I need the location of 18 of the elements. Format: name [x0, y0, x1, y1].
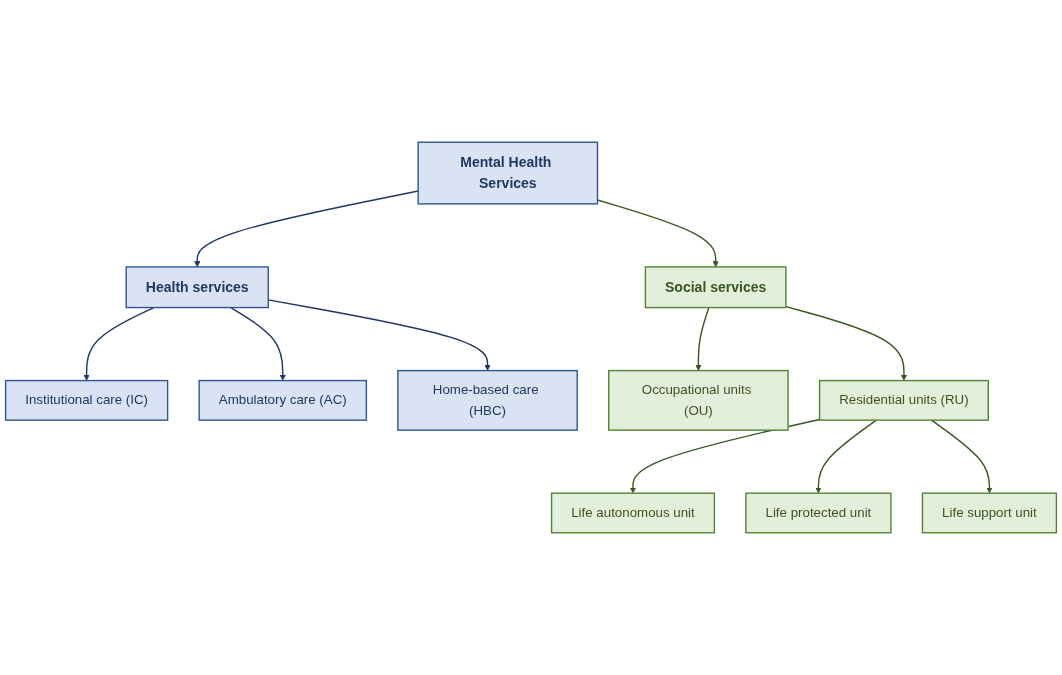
node-box: Occupational units (OU) — [608, 369, 789, 431]
arrow — [695, 306, 710, 371]
arrow — [230, 306, 286, 381]
node-box: Health services — [125, 266, 269, 309]
node-box: Life protected unit — [745, 492, 892, 534]
node-box: Ambulatory care (AC) — [198, 379, 368, 421]
node-box: Life autonomous unit — [550, 492, 716, 534]
node-box: Mental Health Services — [417, 141, 599, 205]
node-box: Home-based care (HBC) — [397, 369, 578, 431]
arrow — [815, 419, 877, 494]
arrow — [194, 190, 419, 268]
node-box: Social services — [644, 266, 787, 309]
node-box: Institutional care (IC) — [4, 379, 169, 421]
node-box: Life support unit — [921, 492, 1058, 534]
arrow — [83, 306, 155, 381]
node-box: Residential units (RU) — [818, 379, 989, 421]
arrow — [785, 305, 907, 381]
arrow — [930, 419, 993, 494]
